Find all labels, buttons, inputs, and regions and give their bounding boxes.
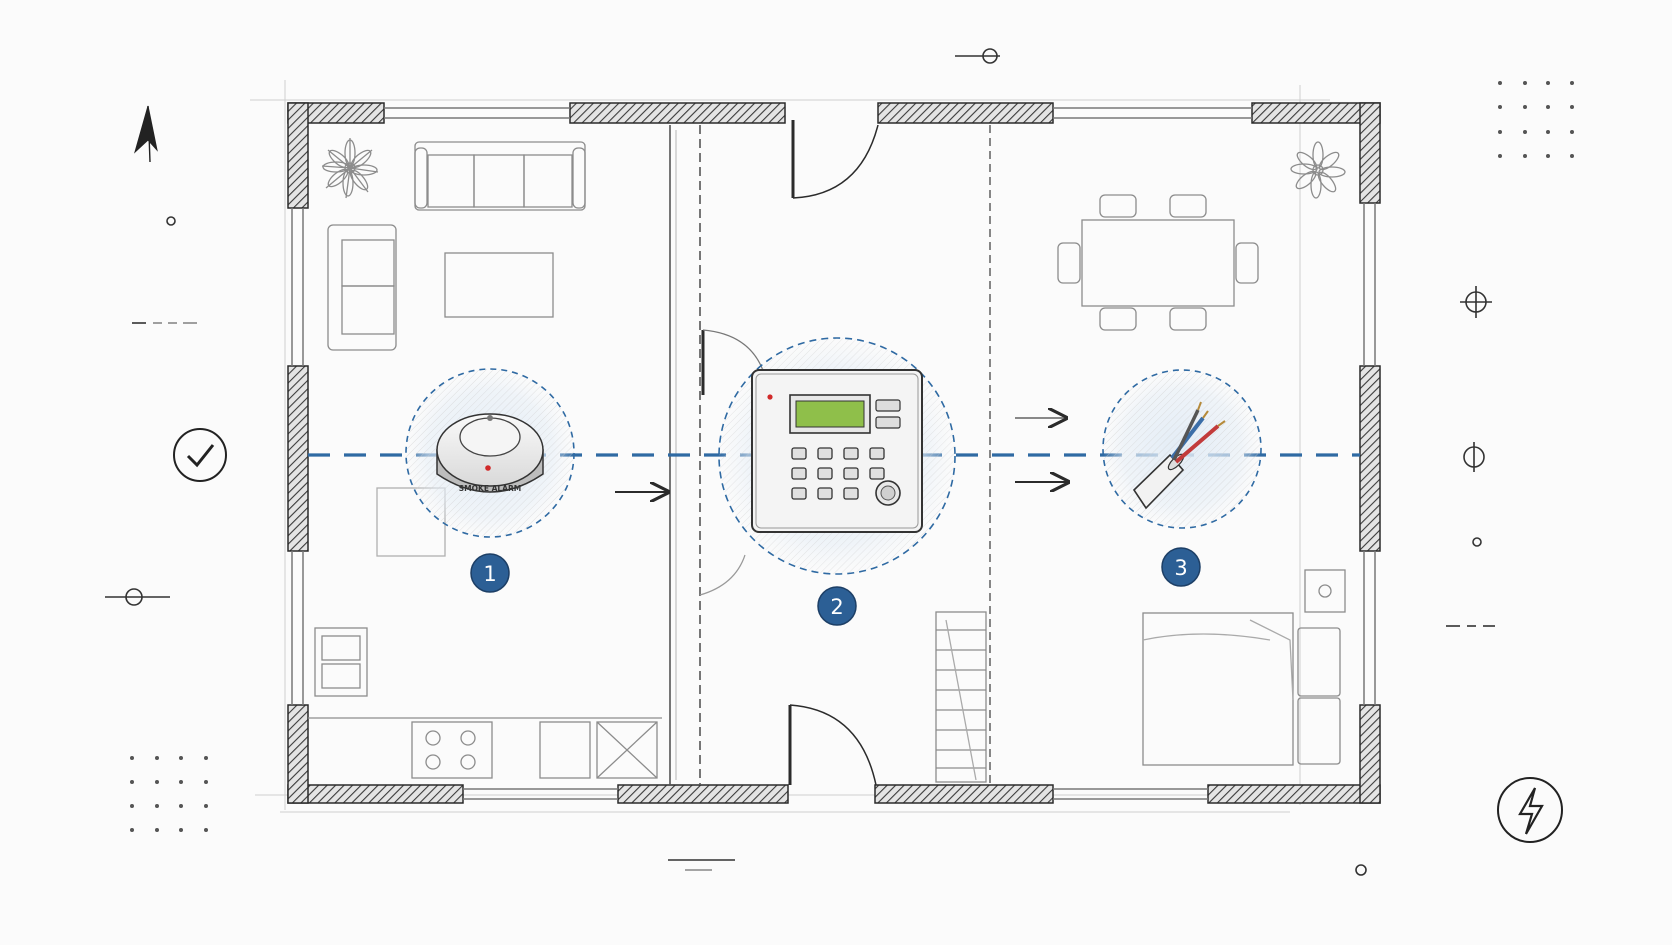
step-badge-3: 3 <box>1161 547 1201 587</box>
bed <box>1142 569 1346 766</box>
checkmark-circle-icon <box>173 428 227 482</box>
plant-icon <box>1290 141 1346 199</box>
compass-north-icon <box>134 105 158 163</box>
staircase <box>935 611 987 783</box>
plant-icon <box>321 138 379 199</box>
furniture <box>308 138 1346 783</box>
step-badge-1: 1 <box>470 553 510 593</box>
step-3-cable <box>1102 369 1262 529</box>
lightning-circle-icon <box>1497 777 1563 843</box>
step-badge-2: 2 <box>817 586 857 626</box>
lcd-screen <box>795 400 865 428</box>
flow-arrows <box>615 418 1068 492</box>
armchair-sofa <box>327 224 397 351</box>
detector-band-text: SMOKE ALARM <box>459 484 521 493</box>
dining-table <box>1057 194 1259 331</box>
smoke-detector-icon: SMOKE ALARM <box>436 413 544 493</box>
step-number: 3 <box>1174 556 1187 580</box>
step-number: 2 <box>830 595 843 619</box>
cable-wires-icon <box>1132 401 1226 510</box>
crosshair-icon <box>105 48 1492 876</box>
kitchen-counter <box>308 627 662 779</box>
sofa <box>414 141 586 211</box>
step-number: 1 <box>483 562 496 586</box>
dot-grid-icon <box>130 81 1574 832</box>
dash-marks <box>132 322 1495 871</box>
step-2-control-panel <box>718 337 956 575</box>
coffee-table <box>444 252 554 318</box>
outer-walls <box>287 102 1381 804</box>
alarm-control-panel-icon <box>751 369 923 533</box>
step-1-smoke-detector: SMOKE ALARM <box>405 368 575 538</box>
